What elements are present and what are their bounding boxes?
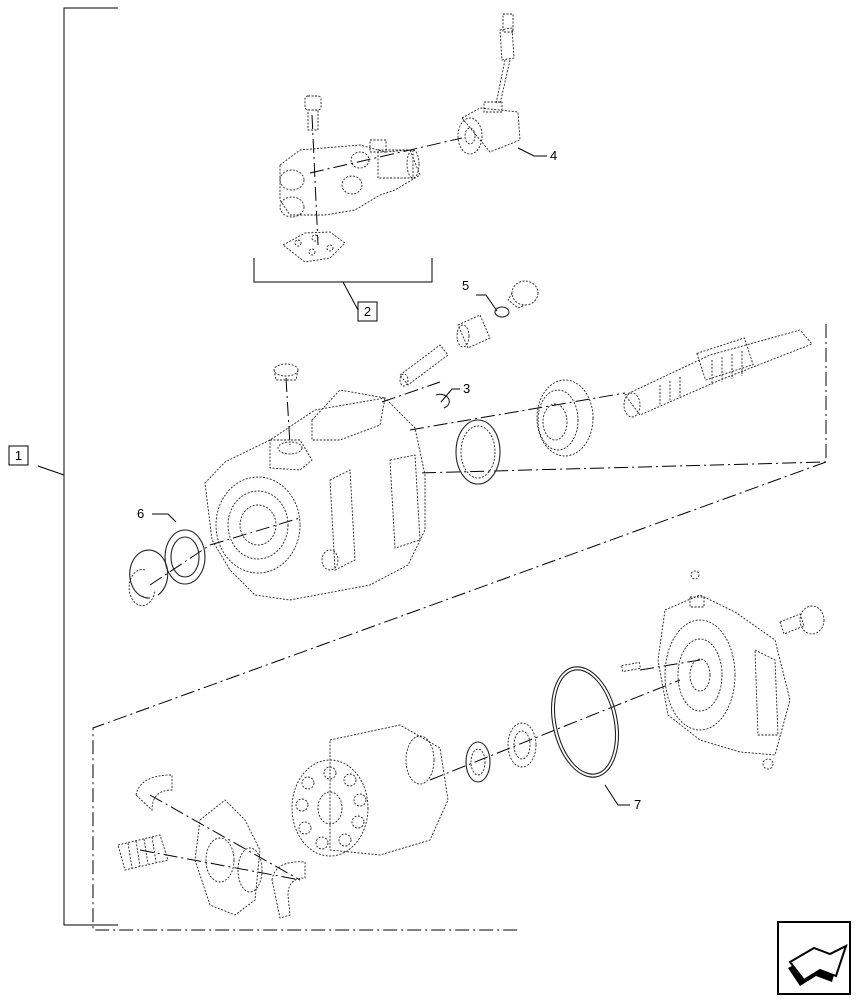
end-cover[interactable] — [657, 594, 791, 756]
small-screw-bottom[interactable] — [762, 758, 774, 770]
thrust-ring[interactable] — [455, 419, 501, 485]
callout-5-label[interactable]: 5 — [462, 278, 469, 293]
assembly-boundary-lines — [92, 114, 827, 931]
callout-2-label: 2 — [364, 304, 371, 319]
callout-3-label[interactable]: 3 — [463, 381, 470, 396]
solenoid-coil[interactable] — [457, 13, 521, 155]
o-ring-7[interactable] — [542, 661, 628, 784]
control-valve-body[interactable] — [279, 139, 421, 218]
leader-lines — [152, 147, 630, 806]
sleeve[interactable] — [456, 314, 491, 349]
gasket[interactable] — [282, 231, 346, 263]
ball-bearing[interactable] — [536, 379, 594, 457]
retaining-ring-3[interactable] — [435, 393, 450, 409]
callout-2[interactable]: 2 — [357, 301, 378, 322]
callout-4-label[interactable]: 4 — [550, 148, 557, 163]
breather-plug[interactable] — [273, 363, 299, 381]
callout-6-label[interactable]: 6 — [137, 506, 144, 521]
subassembly-bracket — [253, 258, 433, 311]
plug[interactable] — [494, 280, 539, 318]
end-cover-bolt[interactable] — [779, 605, 825, 635]
assembly-bracket — [37, 7, 118, 926]
cylinder-block[interactable] — [291, 724, 449, 857]
next-page-arrow-icon[interactable] — [777, 921, 851, 995]
callout-1[interactable]: 1 — [8, 445, 29, 466]
callout-7-label[interactable]: 7 — [634, 797, 641, 812]
drive-shaft[interactable] — [623, 329, 813, 418]
spring[interactable] — [117, 834, 169, 871]
thrust-washer[interactable] — [465, 741, 491, 783]
snap-ring[interactable] — [128, 549, 169, 606]
bearing-shell-lower[interactable] — [271, 861, 306, 919]
pump-housing[interactable] — [204, 389, 426, 601]
callout-1-label: 1 — [15, 448, 22, 463]
bearing-shell-upper[interactable] — [135, 774, 173, 812]
mounting-bolt[interactable] — [304, 95, 322, 131]
small-screw-top[interactable] — [690, 570, 700, 580]
shaft-seal[interactable] — [164, 529, 206, 585]
piston-pin[interactable] — [399, 344, 449, 387]
needle-bearing[interactable] — [507, 722, 537, 768]
dowel-pin[interactable] — [621, 661, 641, 673]
swashplate[interactable] — [194, 799, 263, 916]
